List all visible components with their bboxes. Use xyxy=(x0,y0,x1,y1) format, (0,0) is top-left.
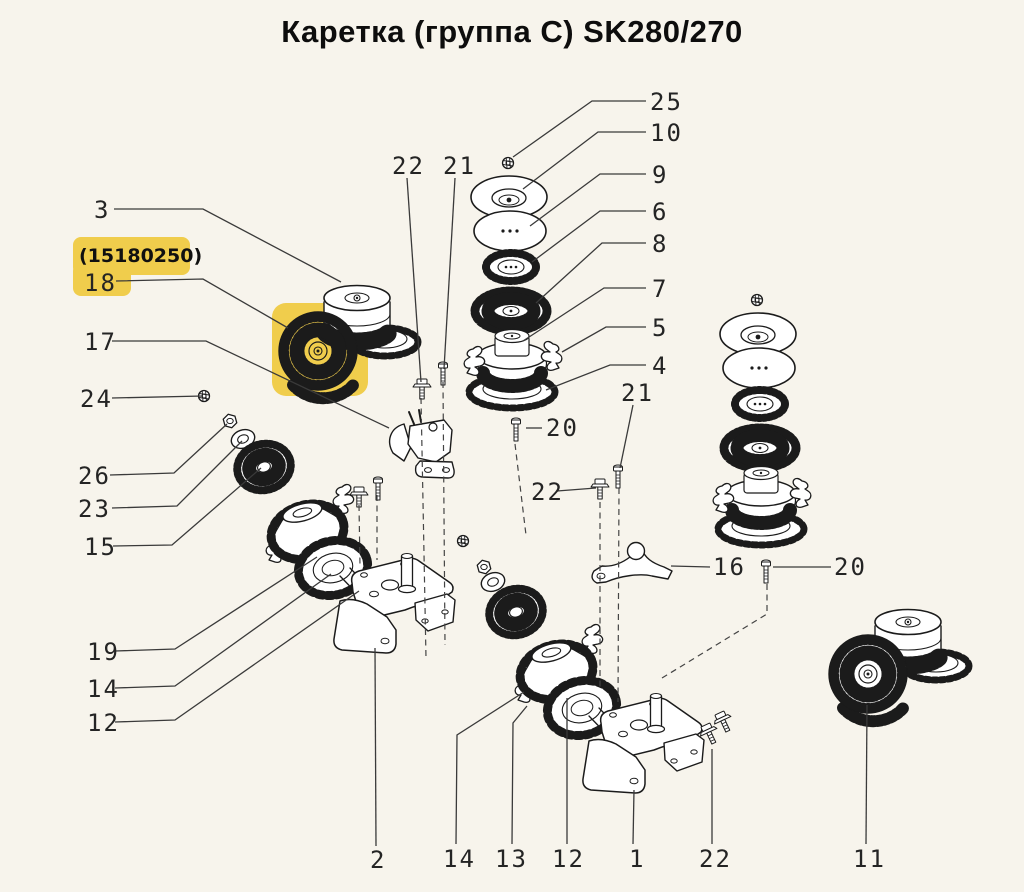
lock-nut-illustration xyxy=(456,534,470,548)
pan-screw-illustration xyxy=(511,417,521,442)
part-number-callouts: (15180250)318172426231519141225109687542… xyxy=(78,88,886,874)
label-15: 15 xyxy=(84,533,117,561)
label-12: 12 xyxy=(87,709,120,737)
hex-screw-illustration xyxy=(412,378,432,400)
label-3: 3 xyxy=(94,196,110,224)
label-22-top: 22 xyxy=(392,152,425,180)
label-12b: 12 xyxy=(552,845,585,873)
leader-line-21 xyxy=(556,487,597,492)
label-26: 26 xyxy=(78,462,111,490)
leader-line-5 xyxy=(535,242,646,304)
leader-line-6 xyxy=(522,287,646,342)
leader-line-17 xyxy=(114,590,360,723)
leader-line-9 xyxy=(115,278,289,329)
leader-line-10 xyxy=(112,340,390,429)
label-17: 17 xyxy=(84,328,117,356)
label-23: 23 xyxy=(78,495,111,523)
leader-line-27 xyxy=(511,705,528,845)
label-1: 1 xyxy=(629,845,645,873)
leader-lines xyxy=(109,100,868,847)
label-10: 10 xyxy=(650,119,683,147)
leader-line-15 xyxy=(114,556,318,652)
dashed-leader-line-37 xyxy=(661,584,768,679)
label-4: 4 xyxy=(652,352,668,380)
leader-line-23 xyxy=(670,565,711,568)
label-part-number: (15180250) xyxy=(79,245,202,267)
highlight-region-1 xyxy=(73,263,131,296)
center-part-stack xyxy=(464,158,562,409)
page-title: Каретка (группа C) SK280/270 xyxy=(281,14,743,49)
leader-line-16 xyxy=(114,573,332,689)
pawl-lever-illustration xyxy=(591,541,673,584)
leader-line-26 xyxy=(455,691,525,845)
leader-line-1 xyxy=(512,100,646,158)
label-11: 11 xyxy=(853,845,886,873)
dashed-leader-line-34 xyxy=(514,443,527,536)
leader-line-11 xyxy=(111,395,204,399)
label-7: 7 xyxy=(652,275,668,303)
leader-line-0 xyxy=(114,208,342,283)
label-24: 24 xyxy=(80,385,113,413)
rosette-gear-illustration xyxy=(829,635,907,721)
hex-screw-illustration xyxy=(590,478,610,500)
label-21-mid: 21 xyxy=(621,379,654,407)
hex-screw-illustration xyxy=(710,708,737,736)
label-22b: 22 xyxy=(699,845,732,873)
dashed-leader-line-32 xyxy=(420,397,427,659)
label-5: 5 xyxy=(652,314,668,342)
leader-line-12 xyxy=(109,423,228,476)
leader-line-14 xyxy=(112,467,262,547)
leader-line-18 xyxy=(406,177,422,383)
highlighted-rosette-gear-illustration xyxy=(279,312,357,398)
label-22-mid: 22 xyxy=(531,478,564,506)
label-20-mid: 20 xyxy=(546,414,579,442)
pan-screw-illustration xyxy=(438,361,448,386)
label-25: 25 xyxy=(650,88,683,116)
label-16: 16 xyxy=(713,553,746,581)
leader-line-4 xyxy=(531,210,646,263)
label-18: 18 xyxy=(84,269,117,297)
leader-line-7 xyxy=(561,326,646,353)
label-14b: 14 xyxy=(443,845,476,873)
leader-line-8 xyxy=(545,364,646,391)
leader-line-2 xyxy=(522,131,646,190)
dashed-leader-line-33 xyxy=(442,381,446,646)
pan-screw-illustration xyxy=(613,464,623,489)
leader-line-29 xyxy=(632,789,635,845)
parts-illustration xyxy=(197,158,970,794)
label-13: 13 xyxy=(495,845,528,873)
leader-line-25 xyxy=(374,647,377,847)
label-8: 8 xyxy=(652,230,668,258)
pan-screw-illustration xyxy=(761,559,771,584)
leader-line-22 xyxy=(619,404,634,469)
hex-nut-illustration xyxy=(475,558,493,576)
left-carriage-assembly xyxy=(264,484,455,653)
label-14: 14 xyxy=(87,675,120,703)
dashed-leader-line-36 xyxy=(617,487,620,703)
leader-line-3 xyxy=(529,173,646,227)
leader-line-31 xyxy=(865,704,868,845)
leader-line-13 xyxy=(111,440,243,509)
leader-line-19 xyxy=(443,177,456,370)
pan-screw-illustration xyxy=(373,476,383,501)
label-6: 6 xyxy=(652,198,668,226)
right-part-stack xyxy=(713,295,811,546)
bottom-carriage-assembly xyxy=(513,624,704,793)
label-20-right: 20 xyxy=(834,553,867,581)
label-2: 2 xyxy=(370,846,386,874)
label-9: 9 xyxy=(652,161,668,189)
bracket-lever-illustration xyxy=(389,409,455,479)
label-19: 19 xyxy=(87,638,120,666)
label-21-top: 21 xyxy=(443,152,476,180)
